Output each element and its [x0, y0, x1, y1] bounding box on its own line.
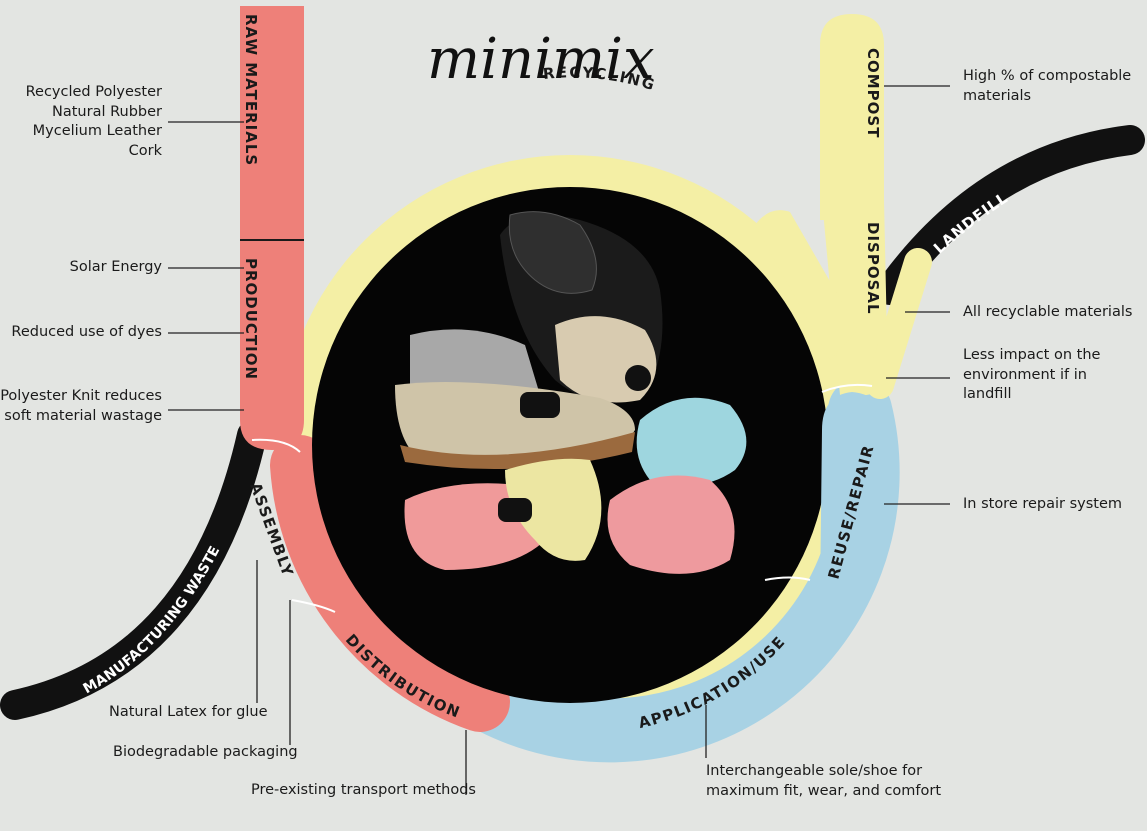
annotation-recyclable: All recyclable materials — [963, 304, 1133, 320]
production-bar — [240, 6, 304, 450]
distribution-arc — [270, 435, 510, 732]
disposal-arm — [866, 248, 932, 399]
reuse-bar — [820, 392, 886, 600]
annotation-compostable: High % of compostable materials — [963, 68, 1132, 104]
shoe-product-image — [395, 211, 747, 574]
connector-lines — [168, 85, 950, 795]
stage-raw-materials: RAW MATERIALS — [242, 14, 260, 166]
segment-separators — [251, 383, 873, 613]
recycling-arm — [755, 210, 858, 360]
annotation-dyes: Reduced use of dyes — [11, 324, 162, 340]
annotation-knit: Polyester Knit reduces soft material was… — [0, 388, 162, 424]
manufacturing-waste-band — [0, 420, 267, 720]
annotation-solar: Solar Energy — [69, 259, 162, 275]
annotation-raw-materials: Recycled Polyester Natural Rubber Myceli… — [25, 84, 162, 159]
annotation-latex: Natural Latex for glue — [109, 704, 268, 720]
annotation-packaging: Biodegradable packaging — [113, 744, 298, 760]
page-title: minimix — [427, 27, 655, 92]
annotation-landfill-impact: Less impact on the environment if in lan… — [963, 347, 1101, 402]
annotation-repair: In store repair system — [963, 496, 1123, 512]
annotation-interchangeable: Interchangeable sole/shoe for maximum fi… — [706, 763, 942, 799]
stage-production: PRODUCTION — [242, 258, 260, 380]
stage-disposal: DISPOSAL — [864, 222, 882, 315]
compost-bar — [820, 14, 884, 220]
stage-compost: COMPOST — [864, 48, 882, 138]
annotation-transport: Pre-existing transport methods — [251, 782, 476, 798]
